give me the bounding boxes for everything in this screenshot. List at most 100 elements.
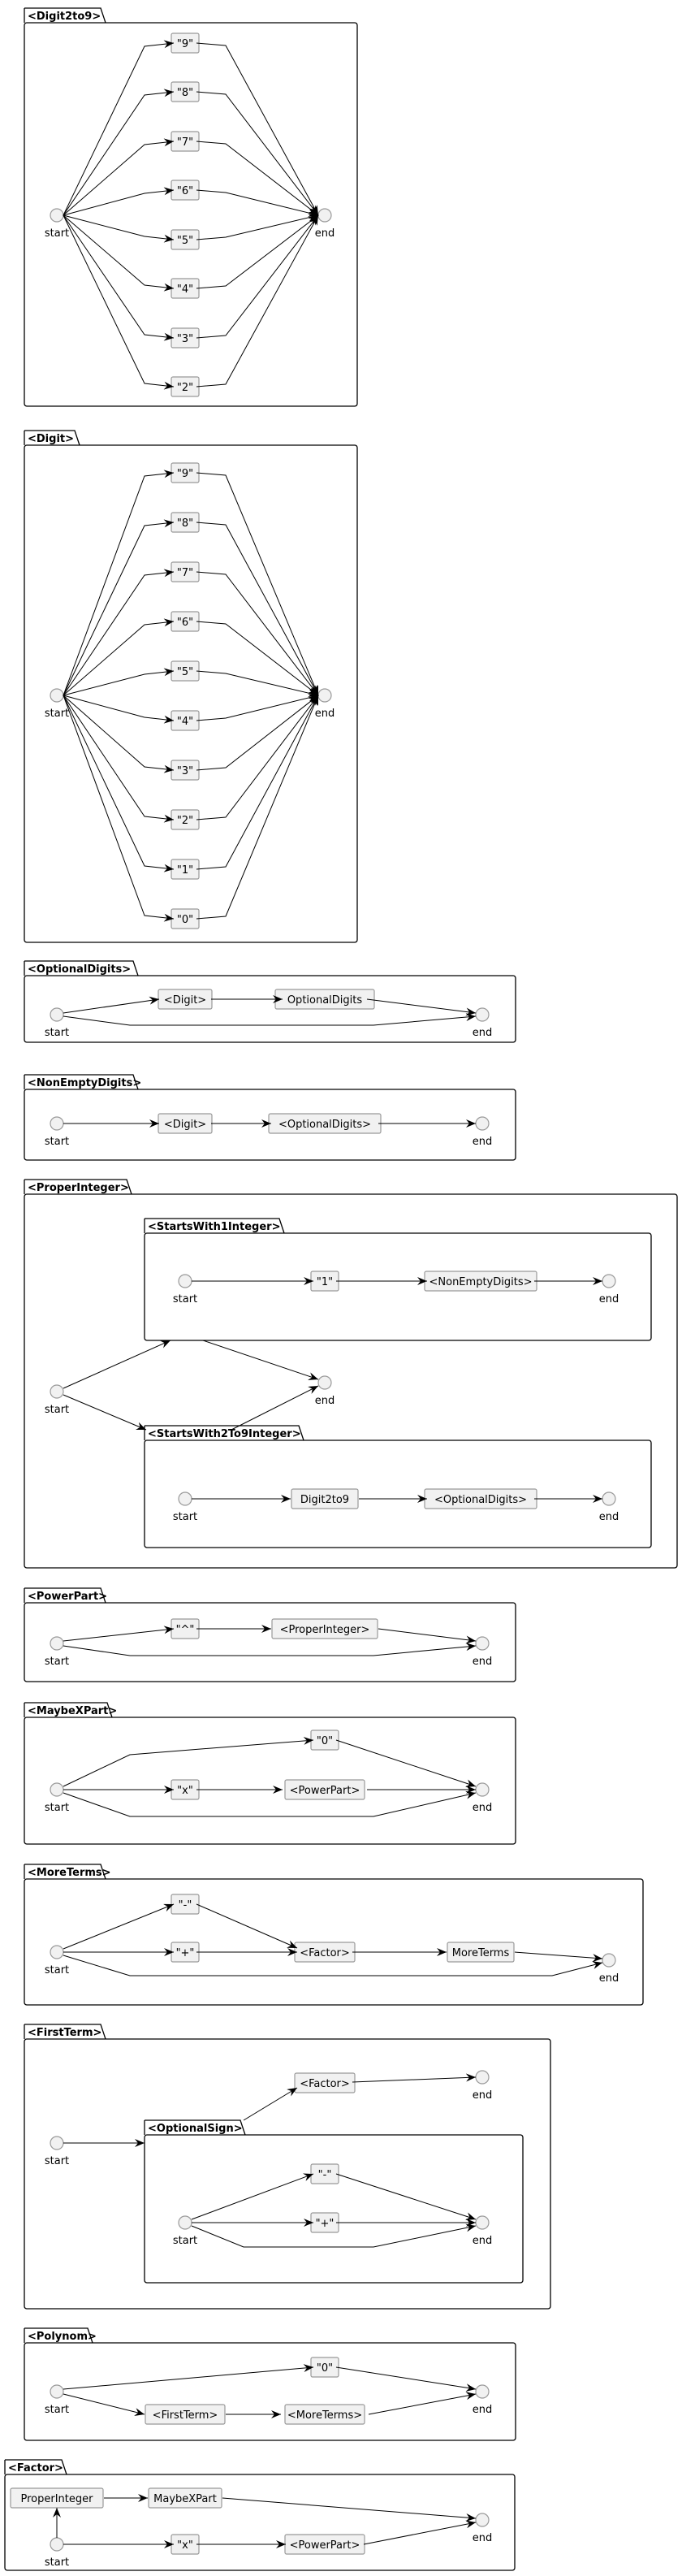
- transition-arrow: [63, 1394, 147, 1431]
- end-circle: [317, 208, 332, 223]
- end-label: end: [473, 1136, 493, 1148]
- transition-arrow: [196, 695, 319, 771]
- node-label: "4": [177, 716, 193, 728]
- transition-arrow: [63, 1626, 175, 1642]
- package-frame: [24, 1717, 516, 1845]
- end-circle: [317, 1375, 332, 1390]
- end-label: end: [473, 1656, 493, 1668]
- node-label: "4": [177, 284, 193, 296]
- transition-arrow: [191, 2173, 314, 2220]
- transition-arrow: [366, 998, 477, 1016]
- package-firstterm: <FirstTerm>: [24, 2024, 551, 2310]
- transition-arrow: [368, 2392, 477, 2415]
- transition-arrow: [196, 189, 319, 217]
- node-label: <NonEmptyDigits>: [429, 1276, 533, 1288]
- node-label: "1": [317, 1276, 333, 1288]
- transition-arrow: [196, 695, 319, 920]
- node-box: [145, 2404, 226, 2425]
- package-frame: [24, 1602, 516, 1682]
- transition-arrow: [63, 695, 175, 922]
- node-label: "8": [177, 87, 193, 99]
- node-box: [148, 2487, 222, 2509]
- end-circle: [475, 2215, 490, 2230]
- node-label: <OptionalDigits>: [434, 1494, 527, 1506]
- package-nonemptydigits: <NonEmptyDigits>: [24, 1074, 516, 1161]
- end-label: end: [599, 1511, 619, 1523]
- package-moreterms: <MoreTerms>: [24, 1864, 644, 2006]
- node-label: "1": [177, 864, 193, 877]
- transition-arrow: [196, 472, 319, 696]
- start-label: start: [45, 2155, 69, 2167]
- start-label: start: [45, 1027, 69, 1039]
- start-label: start: [45, 708, 69, 720]
- package-powerpart: <PowerPart>: [24, 1587, 516, 1682]
- package-title: <MoreTerms>: [28, 1867, 111, 1879]
- end-label: end: [473, 2404, 493, 2416]
- start-circle: [50, 1636, 64, 1651]
- start-label: start: [173, 2235, 197, 2247]
- node-label: "6": [177, 185, 193, 197]
- transition-arrow: [196, 91, 319, 216]
- transition-arrow: [63, 214, 175, 390]
- node-label: "-": [179, 1899, 192, 1911]
- transition-arrow: [196, 522, 319, 696]
- end-label: end: [315, 1395, 335, 1407]
- transition-arrow: [63, 695, 175, 773]
- node-label: "+": [176, 1947, 195, 1959]
- end-circle: [475, 2513, 490, 2527]
- node-box: [284, 2404, 365, 2425]
- package-frame: [144, 2134, 524, 2284]
- node-label: "x": [177, 2539, 193, 2552]
- transition-arrow: [196, 141, 319, 216]
- end-circle: [475, 2070, 490, 2085]
- node-label: "2": [177, 382, 193, 394]
- transition-arrow: [196, 214, 319, 387]
- end-label: end: [473, 1027, 493, 1039]
- node-label: "5": [177, 666, 193, 678]
- subpackage-optionalsign: <OptionalSign>: [144, 2119, 524, 2284]
- node-label: ProperInteger: [21, 2493, 94, 2505]
- start-label: start: [45, 2404, 69, 2416]
- transition-arrow: [63, 668, 175, 696]
- node-label: <Digit>: [164, 1119, 206, 1131]
- node-label: "2": [177, 815, 193, 827]
- start-circle: [50, 2537, 64, 2552]
- start-label: start: [173, 1293, 197, 1305]
- transition-arrow: [63, 996, 160, 1014]
- package-frame: [24, 1193, 678, 1569]
- package-frame: [144, 1232, 652, 1341]
- package-frame: [24, 1878, 644, 2006]
- transition-arrow: [196, 1903, 298, 1949]
- node-box: [294, 2072, 356, 2093]
- transition-arrow: [63, 569, 175, 696]
- transition-arrow: [196, 695, 319, 820]
- node-label: "-": [318, 2169, 332, 2181]
- package-title: <Digit>: [28, 433, 74, 445]
- end-label: end: [599, 1293, 619, 1305]
- package-frame: [24, 2038, 551, 2310]
- transition-arrow: [352, 2073, 477, 2083]
- package-digit: <Digit>: [24, 430, 358, 943]
- end-circle: [475, 1636, 490, 1651]
- package-factor: <Factor>: [4, 2459, 516, 2571]
- start-label: start: [45, 1656, 69, 1668]
- transition-arrow: [196, 695, 319, 870]
- transition-arrow: [63, 2364, 314, 2390]
- package-frame: [24, 1089, 516, 1161]
- start-label: start: [45, 2557, 69, 2569]
- end-label: end: [473, 2532, 493, 2544]
- transition-arrow: [335, 1739, 477, 1787]
- start-label: start: [45, 1802, 69, 1814]
- node-label: OptionalDigits: [287, 994, 363, 1007]
- end-label: end: [473, 2089, 493, 2102]
- package-title: <StartsWith1Integer>: [148, 1221, 280, 1233]
- node-label: <Digit>: [164, 994, 206, 1007]
- start-circle: [50, 1116, 64, 1131]
- transition-arrow: [63, 618, 175, 696]
- node-label: "6": [177, 617, 193, 629]
- node-box: [291, 1488, 359, 1509]
- start-circle: [50, 1007, 64, 1022]
- node-label: <Factor>: [300, 1947, 350, 1959]
- transition-arrow: [63, 1790, 477, 1817]
- start-circle: [50, 2384, 64, 2399]
